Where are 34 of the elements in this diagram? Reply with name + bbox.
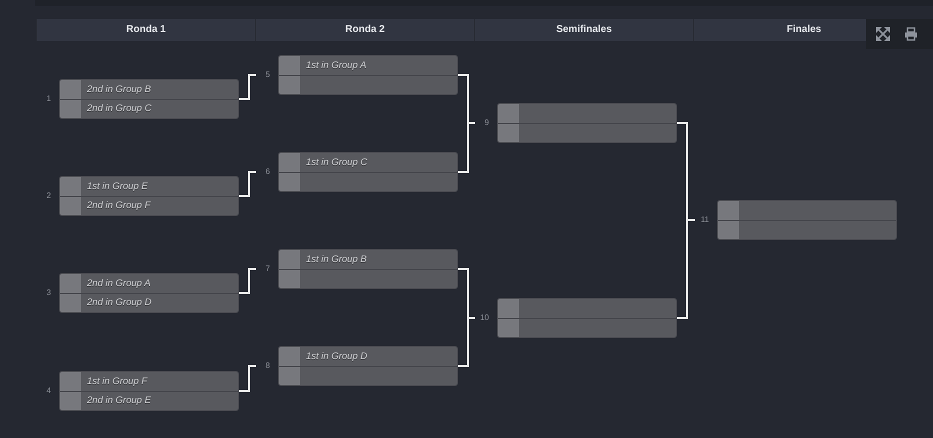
match-number: 6 <box>266 166 270 178</box>
team-name: 2nd in Group C <box>87 102 152 116</box>
match-number: 8 <box>266 360 270 372</box>
team-name: 2nd in Group B <box>87 83 151 97</box>
bracket-connector <box>239 365 256 392</box>
team-name: 1st in Group D <box>306 350 368 364</box>
team-name: 1st in Group F <box>87 375 148 389</box>
column-header: Ronda 2 <box>255 19 474 41</box>
match-number: 11 <box>700 214 709 226</box>
team-name: 1st in Group A <box>306 59 366 73</box>
bracket-connector <box>239 268 256 294</box>
bracket-connector <box>677 219 695 319</box>
match-number: 2 <box>46 190 51 202</box>
team-name: 1st in Group E <box>87 180 148 194</box>
column-header: Semifinales <box>474 19 693 41</box>
team-name: 2nd in Group E <box>87 394 151 408</box>
team-name: 1st in Group C <box>306 156 368 170</box>
column-header: Ronda 1 <box>36 19 255 41</box>
bracket-connector <box>239 74 256 100</box>
match-number: 5 <box>266 69 270 81</box>
column-header: Finales <box>693 19 866 41</box>
match-number: 3 <box>46 287 51 299</box>
team-name: 2nd in Group D <box>87 296 152 310</box>
match-number: 7 <box>266 263 270 275</box>
match-number: 10 <box>480 312 489 324</box>
match-number: 1 <box>46 93 51 105</box>
match-number: 4 <box>46 385 51 397</box>
match-number: 9 <box>484 117 489 129</box>
team-name: 2nd in Group F <box>87 199 150 213</box>
team-name: 1st in Group B <box>306 253 367 267</box>
bracket-connector <box>239 171 256 197</box>
bracket-connector <box>458 317 475 367</box>
team-name: 2nd in Group A <box>87 277 151 291</box>
bracket-connector <box>458 122 475 173</box>
